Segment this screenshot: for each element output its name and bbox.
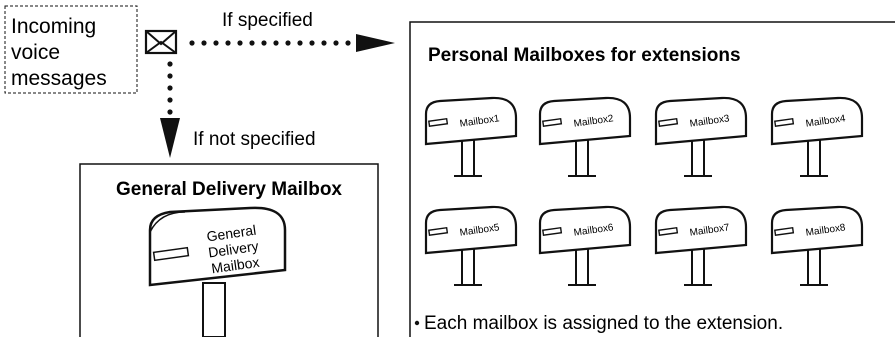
mailbox-8: Mailbox8	[770, 205, 864, 286]
note-bullet	[414, 320, 420, 326]
general-mailbox-line-1: General	[206, 222, 258, 245]
mailbox-3: Mailbox3	[654, 96, 748, 177]
if-specified-label: If specified	[222, 10, 313, 31]
general-mailbox-line-3: Mailbox	[210, 254, 260, 277]
general-mailbox-line-2: Delivery	[207, 238, 259, 261]
personal-mailboxes-note: Each mailbox is assigned to the extensio…	[424, 313, 783, 334]
personal-mailboxes-panel: Personal Mailboxes for extensions Mailbo…	[409, 21, 895, 337]
source-line-2: voice	[11, 41, 60, 64]
mailbox-4: Mailbox4	[770, 96, 864, 177]
incoming-voice-messages-box: Incoming voice messages	[4, 5, 138, 94]
general-delivery-panel: General Delivery Mailbox General Deliver…	[79, 163, 379, 337]
mailbox-7: Mailbox7	[654, 205, 748, 286]
mailbox-2: Mailbox2	[538, 96, 632, 177]
envelope-icon	[144, 29, 178, 55]
source-line-3: messages	[11, 67, 107, 90]
general-delivery-mailbox: General Delivery Mailbox	[148, 206, 287, 337]
mailbox-6: Mailbox6	[538, 205, 632, 286]
general-delivery-title: General Delivery Mailbox	[116, 179, 342, 200]
arrow-if-not-specified	[160, 61, 180, 158]
if-not-specified-label: If not specified	[193, 129, 316, 150]
mailbox-5: Mailbox5	[424, 205, 518, 286]
mailbox-1: Mailbox1	[424, 96, 518, 177]
source-line-1: Incoming	[11, 15, 96, 38]
arrow-if-specified	[189, 34, 395, 52]
personal-mailboxes-title: Personal Mailboxes for extensions	[428, 45, 741, 66]
